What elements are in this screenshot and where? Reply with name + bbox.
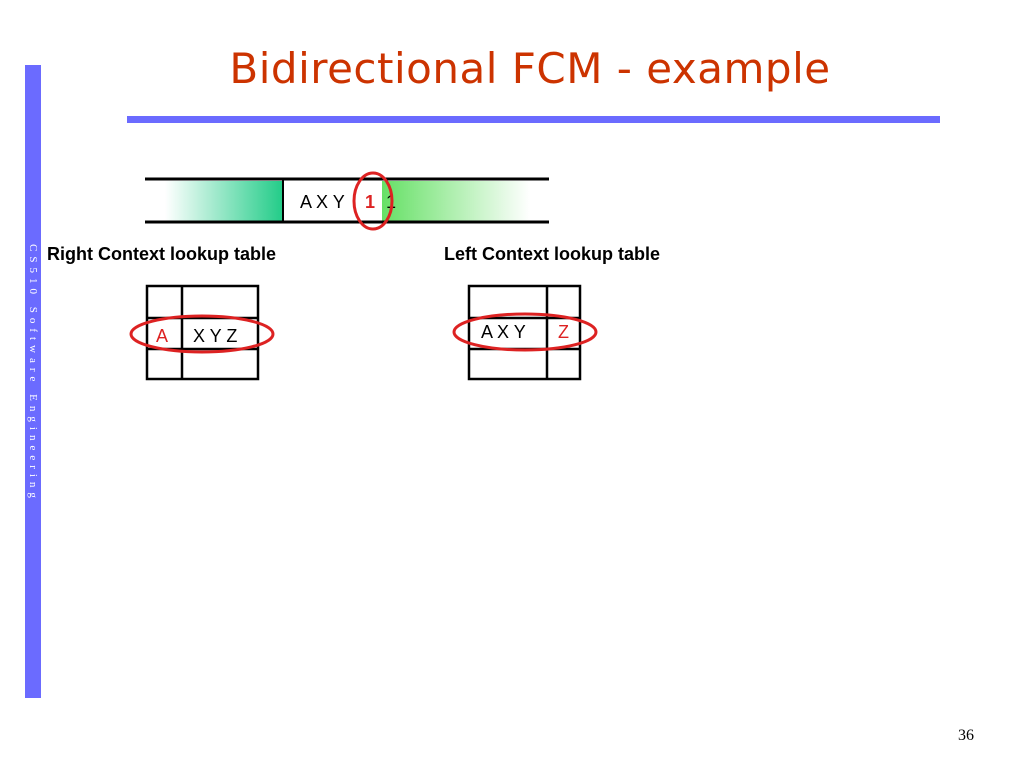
highlight-ellipse-history — [352, 171, 394, 231]
right-context-table: A X Y Z — [129, 284, 275, 381]
left-table-context: A X Y — [481, 322, 526, 342]
side-course-label: CS510 Software Engineering — [27, 244, 39, 503]
highlight-ellipse-right-table — [129, 314, 275, 354]
right-table-frame — [145, 284, 260, 381]
highlight-ellipse-left-table — [452, 312, 598, 352]
history-right-fill — [382, 181, 530, 221]
left-table-prediction: Z — [558, 322, 569, 342]
history-context-text: A X Y — [300, 192, 345, 212]
history-left-fill — [165, 181, 283, 221]
slide-title: Bidirectional FCM - example — [229, 44, 831, 93]
history-bar: A X Y 1 1 — [145, 171, 549, 231]
left-table-label: Left Context lookup table — [444, 244, 660, 264]
side-bar — [25, 65, 41, 698]
right-table-context: X Y Z — [193, 326, 237, 346]
history-context-cell — [283, 181, 382, 221]
left-table-frame — [467, 284, 582, 381]
right-table-label: Right Context lookup table — [47, 244, 276, 264]
title-underline — [127, 116, 940, 123]
right-table-prediction: A — [156, 326, 168, 346]
page-number: 36 — [958, 727, 974, 744]
history-current-value: 1 — [365, 192, 375, 212]
left-context-table: A X Y Z — [452, 284, 598, 381]
